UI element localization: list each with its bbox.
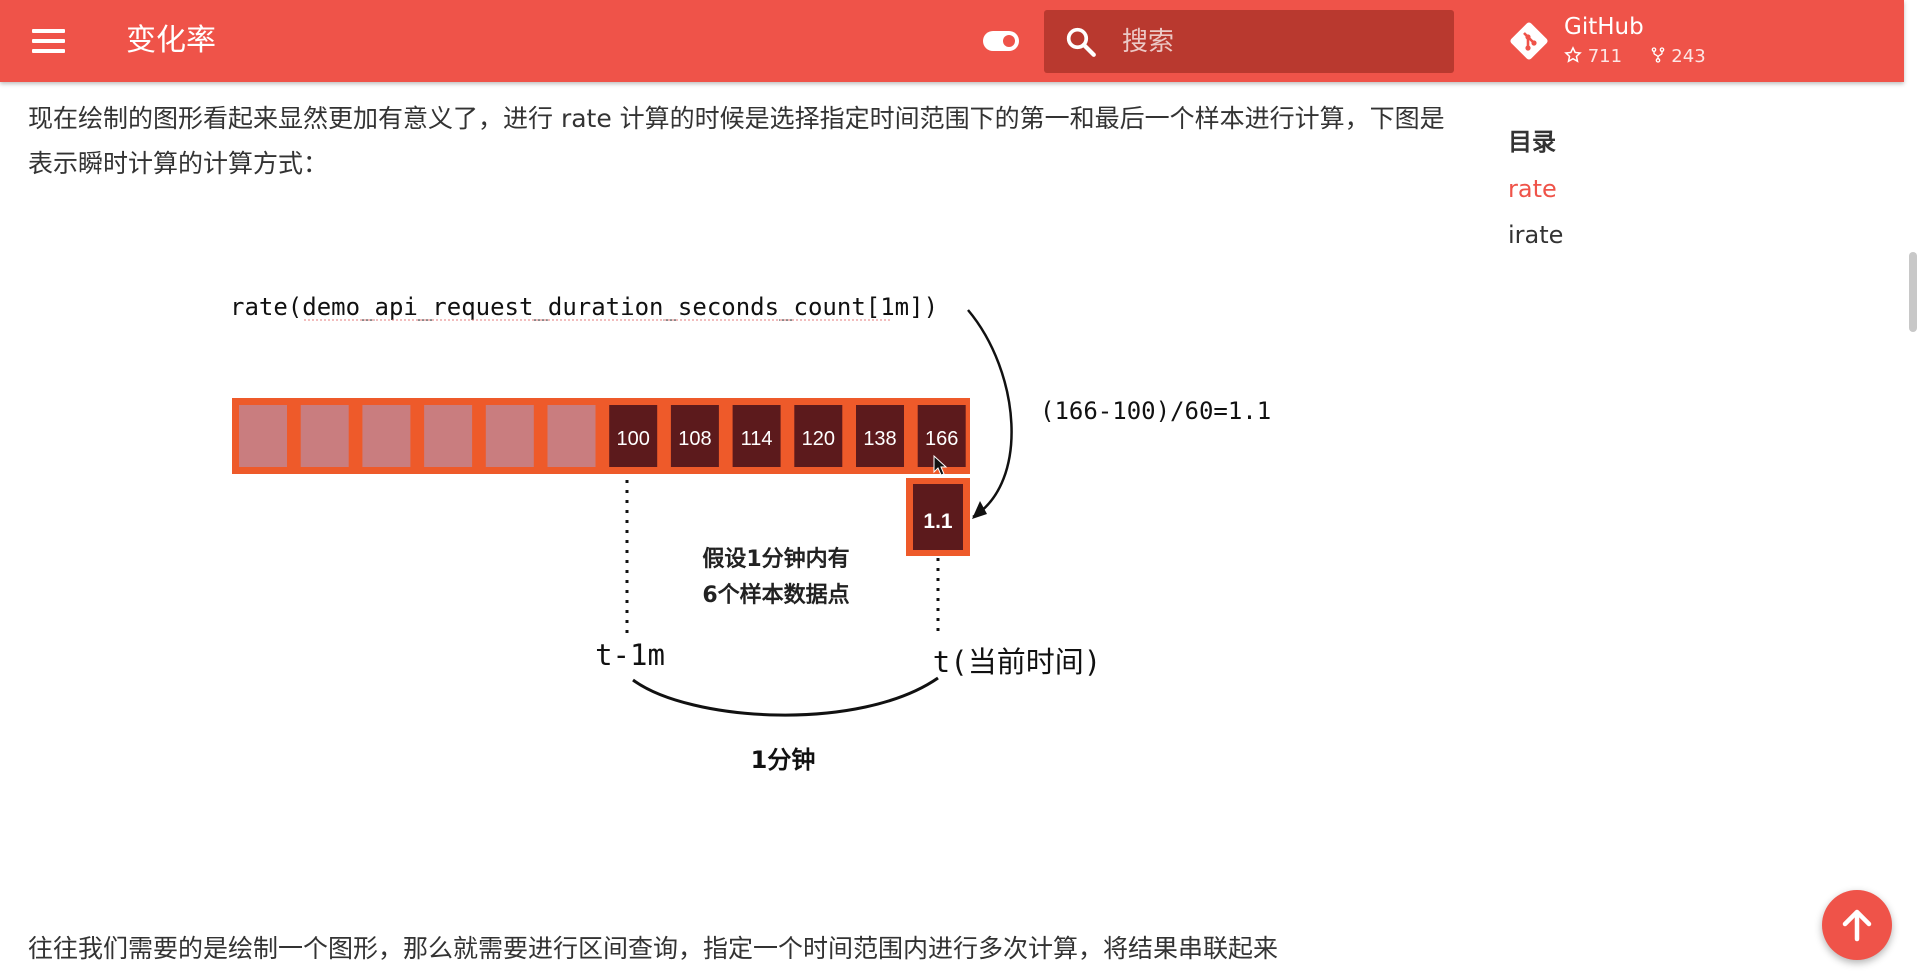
paragraph-intro: 现在绘制的图形看起来显然更加有意义了，进行 rate 计算的时候是选择指定时间范… [28,104,1445,178]
github-repo-link[interactable]: GitHub 711 243 [1508,8,1808,74]
arrow-up-icon [1842,909,1872,942]
query-expression: rate(demo_api_request_duration_seconds_c… [230,293,938,321]
search-icon [1066,27,1096,57]
menu-icon[interactable] [24,22,74,60]
sample-cell [670,405,719,467]
result-value: 1.1 [923,510,953,533]
search-input[interactable]: 搜索 [1044,10,1454,73]
git-icon [1510,22,1548,60]
search-placeholder: 搜索 [1122,27,1175,57]
sample-value: 120 [802,428,835,450]
sample-value: 108 [678,428,711,450]
sample-cells: 100 108 114 120 138 166 [239,405,966,467]
sample-note-line1: 假设1分钟内有 [702,546,849,572]
fork-icon [1651,47,1664,63]
sample-value: 166 [925,428,958,450]
empty-cell [485,405,534,467]
duration-arc [632,676,939,717]
end-time-label: t(当前时间) [933,645,1101,679]
top-app-bar: 变化率 搜索 GitHub 711 243 [0,0,1904,82]
empty-cell [239,405,287,467]
sample-cell [794,405,843,467]
sample-value: 114 [741,428,773,450]
scrollbar[interactable] [1904,0,1920,970]
toc-item-2[interactable]: irate [1508,221,1564,249]
empty-cell [547,405,596,467]
rate-formula: (166-100)/60=1.1 [1040,397,1271,425]
back-to-top-button[interactable] [1822,890,1892,960]
duration-label: 1分钟 [751,746,816,774]
fork-count: 243 [1671,46,1706,67]
sample-value: 138 [863,428,896,450]
toc-item-1[interactable]: rate [1508,175,1557,203]
toc-items: rate irate [1508,166,1563,258]
paragraph-range-query: 往往我们需要的是绘制一个图形，那么就需要进行区间查询，指定一个时间范围内进行多次… [28,934,1279,963]
rate-arrow [967,309,1013,519]
result-cell [913,484,963,550]
repo-name: GitHub [1564,14,1644,40]
rate-diagram: rate(demo_api_request_duration_seconds_c… [220,282,1320,782]
star-count: 711 [1587,46,1623,67]
empty-cell [362,405,411,467]
scrollbar-thumb[interactable] [1909,252,1917,332]
sample-cell [917,405,966,467]
toc-title: 目录 [1508,128,1556,156]
sample-cell [609,405,658,467]
page-title: 变化率 [126,23,216,58]
sample-value: 100 [617,428,650,450]
sample-cell [732,405,781,467]
repo-stats: 711 243 [1564,46,1706,68]
rate-diagram-svg: rate(demo_api_request_duration_seconds_c… [230,293,1271,774]
start-time-label: t-1m [595,638,665,672]
sample-cell [856,405,904,467]
star-icon [1564,46,1582,63]
empty-cell [424,405,473,467]
empty-cell [300,405,349,467]
sample-note-line2: 6个样本数据点 [702,582,849,608]
toggle-icon[interactable] [983,31,1019,51]
mouse-cursor-icon [933,454,948,476]
table-of-contents: 目录 rate irate [1508,118,1563,258]
